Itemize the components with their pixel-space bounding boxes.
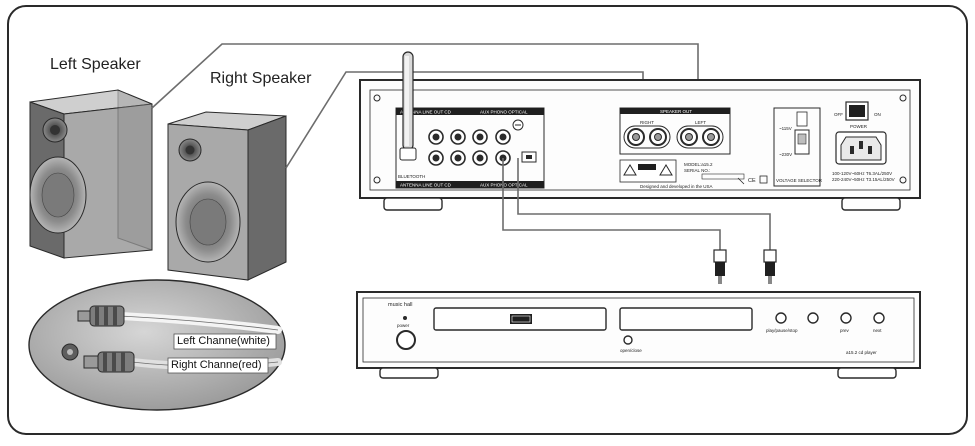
designed-in-usa: Designed and developed in the USA (640, 184, 713, 189)
voltage-230: ~230V (779, 152, 792, 157)
bluetooth-antenna (399, 51, 417, 161)
power-spec-1: 100-120V~60Hz T6.3AL/250V (832, 171, 892, 176)
prev-label: prev (840, 328, 850, 333)
power-spec-2: 220-240V~50Hz T3.15AL/250V (832, 177, 895, 182)
amp-aux-label-top: AUX PHONO OPTICAL (480, 110, 528, 115)
rca-interconnect-cable (502, 158, 771, 250)
right-channel-label: Right Channe(red) (171, 359, 262, 371)
right-speaker-label: Right Speaker (210, 70, 312, 87)
next-button (873, 312, 885, 324)
amp-input-label-top: ANTENNA LINE OUT CD (400, 110, 452, 115)
play-pause-stop-button (775, 312, 787, 324)
cd-power-button (396, 330, 416, 350)
next-label: next (873, 328, 882, 333)
left-speaker (29, 89, 153, 259)
right-speaker (167, 111, 287, 281)
extra-button (807, 312, 819, 324)
power-switch-label: POWER (850, 124, 868, 129)
power-on-label: ON (874, 112, 881, 117)
amplifier-rear-panel: ANTENNA LINE OUT CD AUX PHONO OPTICAL AN… (359, 51, 921, 211)
model-label: MODEL:a15.2 (684, 162, 713, 167)
ce-mark: CE (748, 178, 756, 184)
warning-label (619, 159, 677, 183)
diagram-frame (7, 5, 968, 435)
iec-power-inlet (835, 131, 887, 165)
speaker-left-label: LEFT (695, 120, 706, 125)
cd-display (619, 307, 753, 331)
cd-power-label: power (397, 323, 410, 328)
power-led (403, 316, 407, 320)
open-close-button (623, 335, 633, 345)
amp-input-label-bottom: ANTENNA LINE OUT CD (400, 183, 452, 188)
play-pause-stop-label: play/pause/stop (766, 328, 798, 333)
left-speaker-label: Left Speaker (50, 56, 141, 73)
bluetooth-label: BLUETOOTH (398, 174, 425, 179)
rca-plugs (713, 249, 777, 284)
speaker-out-label: SPEAKER OUT (660, 109, 692, 114)
prev-button (840, 312, 852, 324)
open-close-label: open/close (620, 348, 642, 353)
right-channel-label-box (167, 357, 269, 374)
speaker-terminals (623, 125, 724, 149)
amp-aux-label-bottom: AUX PHONO OPTICAL (480, 183, 528, 188)
cd-player-front-panel: music hall power open/close play/pause/s… (356, 291, 921, 379)
serial-label: SERIAL NO.: (684, 168, 710, 173)
voltage-selector-label: VOLTAGE SELECTOR (776, 178, 823, 183)
left-channel-label: Left Channe(white) (177, 335, 270, 347)
compact-disc-logo (510, 314, 532, 324)
cd-brand: music hall (388, 302, 412, 308)
power-off-label: OFF (834, 112, 843, 117)
cd-model-label: a15.2 cd player (846, 350, 877, 355)
voltage-115: ~115V (779, 126, 792, 131)
speaker-right-label: RIGHT (640, 120, 654, 125)
left-channel-label-box (173, 333, 277, 350)
voltage-selector (773, 107, 821, 187)
